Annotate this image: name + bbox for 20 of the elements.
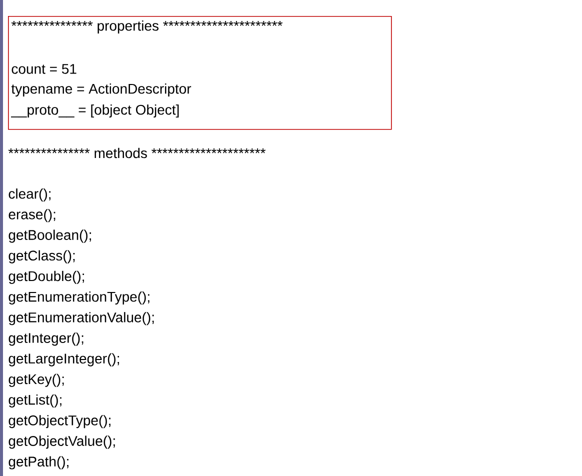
method-line: getKey();: [8, 374, 64, 387]
section-heading: *************** properties **********************: [11, 20, 282, 34]
method-line: getBoolean();: [8, 230, 91, 243]
property-line: typename = ActionDescriptor: [11, 83, 192, 97]
method-line: getDouble();: [8, 270, 84, 284]
section-heading: *************** methods *********************: [8, 148, 266, 158]
method-line: getClass();: [8, 250, 75, 264]
method-line: getInteger();: [8, 332, 84, 346]
method-line: clear();: [8, 188, 50, 202]
method-line: getLargeInteger();: [8, 353, 119, 366]
method-line: getEnumerationValue();: [8, 312, 154, 326]
method-line: getObjectType();: [8, 415, 110, 428]
method-line: getPath();: [8, 456, 68, 470]
method-line: erase();: [8, 209, 56, 222]
property-line: __proto__ = [object Object]: [10, 104, 179, 118]
method-line: getObjectValue();: [8, 436, 115, 449]
properties-box: [8, 16, 392, 130]
method-line: getList();: [8, 394, 62, 408]
property-line: count = 51: [12, 64, 76, 74]
method-line: getEnumerationType();: [8, 291, 150, 305]
